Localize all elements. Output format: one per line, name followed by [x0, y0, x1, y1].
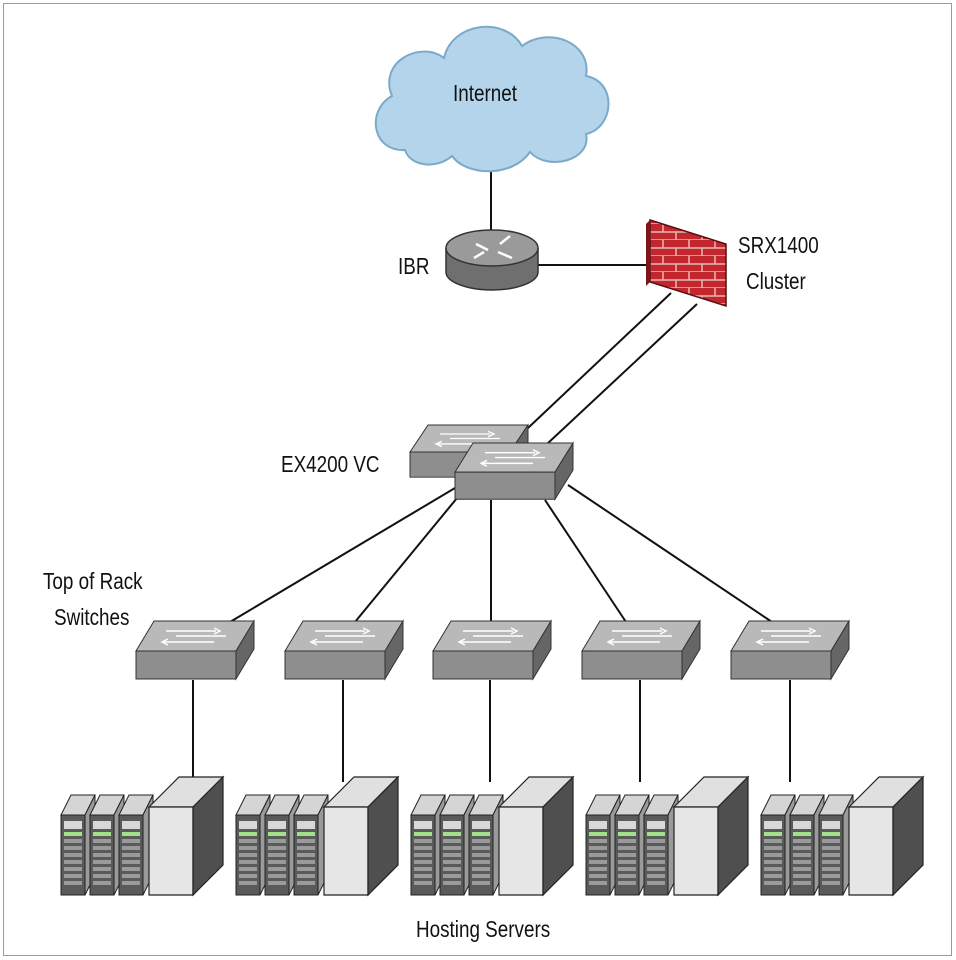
router-icon: [445, 229, 539, 291]
server-icon: [411, 777, 573, 895]
tor-switches: [135, 620, 850, 680]
server-groups: [61, 777, 923, 895]
internet-label: Internet: [453, 80, 517, 106]
link-firewall-core-a: [527, 292, 672, 429]
switch-icon: [432, 620, 552, 680]
ibr-label: IBR: [398, 253, 430, 279]
switch-icon: [730, 620, 850, 680]
firewall-label-line1: SRX1400: [738, 232, 819, 258]
link-core-tor-5: [567, 484, 773, 623]
tor-label-line1: Top of Rack: [43, 568, 143, 594]
servers-label: Hosting Servers: [416, 916, 551, 942]
core-switch-icon: [409, 424, 574, 501]
tor-label-line2: Switches: [54, 604, 130, 630]
link-firewall-core-b: [546, 303, 698, 445]
server-icon: [586, 777, 748, 895]
server-icon: [236, 777, 398, 895]
link-core-tor-1: [229, 487, 456, 623]
cloud-icon: [374, 25, 610, 173]
firewall-icon: [646, 218, 727, 308]
server-icon: [761, 777, 923, 895]
core-switch-label: EX4200 VC: [281, 451, 380, 477]
switch-icon: [284, 620, 404, 680]
links: [192, 170, 791, 782]
firewall-label-line2: Cluster: [746, 268, 806, 294]
switch-icon: [135, 620, 255, 680]
link-core-tor-2: [354, 491, 463, 623]
switch-icon: [581, 620, 701, 680]
link-core-tor-4: [544, 499, 627, 623]
diagram-frame: [3, 3, 952, 956]
server-icon: [61, 777, 223, 895]
